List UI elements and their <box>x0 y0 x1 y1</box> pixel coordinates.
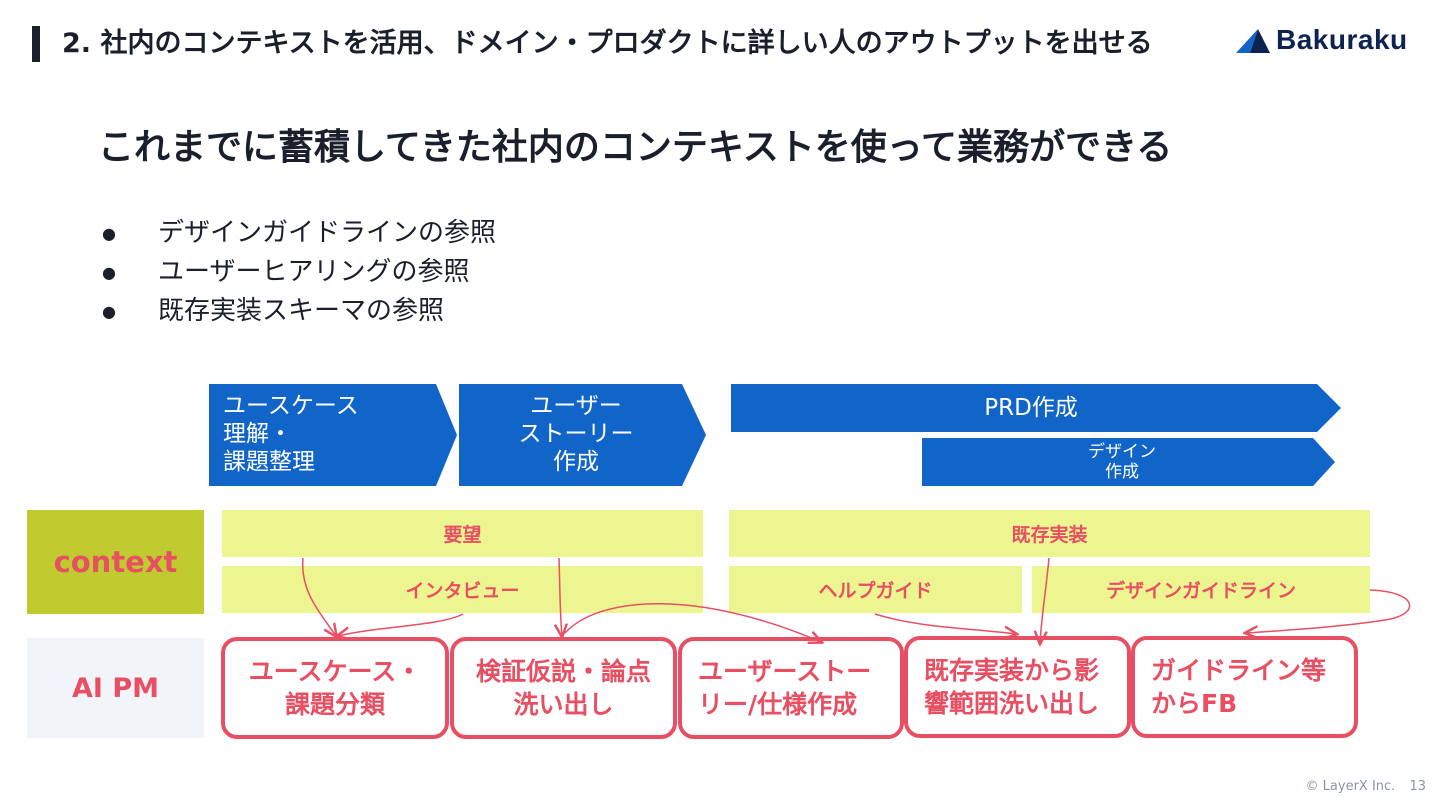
context-request: 要望 <box>222 510 703 557</box>
aipm-hypothesis: 検証仮説・論点 洗い出し <box>450 637 677 739</box>
bullet-item: ● ユーザーヒアリングの参照 <box>102 253 496 292</box>
context-help-guide: ヘルプガイド <box>729 566 1022 613</box>
step-design-label: デザイン 作成 <box>1022 442 1222 482</box>
step-design-line: 作成 <box>1105 462 1139 482</box>
aipm-box-line: ユースケース・ <box>248 657 422 686</box>
step-usecase-line: ユースケース <box>223 393 359 419</box>
step-usecase-line: 理解・ <box>223 421 292 447</box>
aipm-box-line: からFB <box>1151 689 1238 718</box>
step-story-line: ユーザー <box>530 393 622 419</box>
aipm-story-spec: ユーザーストー リー/仕様作成 <box>678 637 904 739</box>
aipm-box-line: ユーザーストー <box>698 657 872 686</box>
aipm-impact: 既存実装から影 響範囲洗い出し <box>904 636 1131 738</box>
aipm-feedback: ガイドライン等 からFB <box>1131 636 1358 738</box>
bakuraku-logo: Bakuraku <box>1236 24 1408 56</box>
aipm-box-line: リー/仕様作成 <box>698 690 858 719</box>
footer: © LayerX Inc. 13 <box>1306 779 1426 794</box>
arrow-interview-to-usecase <box>338 613 464 636</box>
aipm-box-line: 課題分類 <box>284 690 385 719</box>
bullet-dot: ● <box>102 263 116 282</box>
header-title: 2. 社内のコンテキストを活用、ドメイン・プロダクトに詳しい人のアウトプットを出… <box>62 28 1153 59</box>
logo-text: Bakuraku <box>1276 24 1408 55</box>
bullet-item: ● デザインガイドラインの参照 <box>102 214 496 253</box>
context-interview: インタビュー <box>222 566 703 613</box>
aipm-box-line: 洗い出し <box>513 690 614 719</box>
step-design-line: デザイン <box>1088 442 1156 462</box>
step-story-chevron <box>459 384 706 486</box>
context-design-guideline: デザインガイドライン <box>1032 566 1370 613</box>
bullet-text: ユーザーヒアリングの参照 <box>158 257 470 287</box>
step-story-line: 作成 <box>553 449 599 475</box>
step-usecase-chevron <box>209 384 457 486</box>
aipm-box-line: ガイドライン等 <box>1151 656 1327 685</box>
bullet-dot: ● <box>102 224 116 243</box>
context-row-label: context <box>27 510 204 614</box>
step-story-line: ストーリー <box>518 421 634 447</box>
step-prd-chevron <box>731 384 1341 432</box>
bullet-text: 既存実装スキーマの参照 <box>158 296 445 326</box>
aipm-usecase-classify: ユースケース・ 課題分類 <box>221 637 449 739</box>
aipm-row-label: AI PM <box>27 638 204 738</box>
bullet-list: ● デザインガイドラインの参照 ● ユーザーヒアリングの参照 ● 既存実装スキーマの参… <box>102 214 496 331</box>
arrow-help-to-impact <box>874 613 1016 634</box>
bullet-item: ● 既存実装スキーマの参照 <box>102 292 496 331</box>
step-design-chevron <box>922 438 1335 486</box>
page-number: 13 <box>1409 779 1426 794</box>
step-usecase-label: ユースケース 理解・ 課題整理 <box>223 392 359 476</box>
step-usecase-line: 課題整理 <box>223 449 315 475</box>
bullet-text: デザインガイドラインの参照 <box>158 218 497 248</box>
process-chevrons <box>209 384 1341 486</box>
aipm-box-line: 既存実装から影 <box>924 656 1100 685</box>
footer-copyright: © LayerX Inc. <box>1305 779 1396 794</box>
main-title: これまでに蓄積してきた社内のコンテキストを使って業務ができる <box>98 127 1173 168</box>
step-prd-label: PRD作成 <box>984 395 1078 421</box>
context-existing-impl: 既存実装 <box>729 510 1370 557</box>
bullet-dot: ● <box>102 302 116 321</box>
aipm-box-line: 響範囲洗い出し <box>924 689 1100 718</box>
header-accent-bar <box>32 26 40 62</box>
step-story-label: ユーザー ストーリー 作成 <box>476 392 676 476</box>
bakuraku-logo-icon <box>1236 29 1270 53</box>
aipm-box-line: 検証仮説・論点 <box>475 657 651 686</box>
